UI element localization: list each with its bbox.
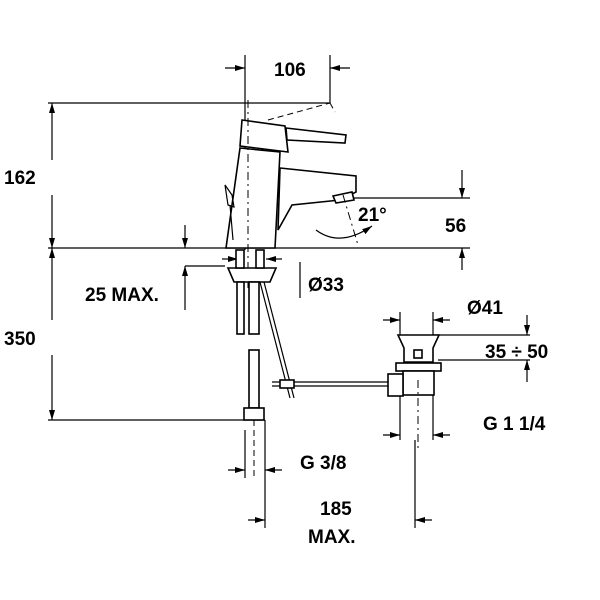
deck-thickness-label: 25 MAX.: [85, 285, 159, 306]
hose-length-label: 350: [4, 329, 36, 350]
dimension-arrows: [49, 65, 530, 523]
faucet-body: [224, 100, 359, 290]
rod-distance-label: 185: [320, 499, 352, 520]
rod-distance-suffix-label: MAX.: [308, 527, 356, 548]
supply-thread-label: G 3/8: [300, 453, 346, 474]
waste-diameter-label: Ø41: [467, 298, 503, 319]
spout-reach-label: 106: [274, 60, 306, 81]
spout-height-label: 56: [445, 216, 466, 237]
supply-hose-and-pop-up-rod: [226, 249, 390, 480]
waste-thread-label: G 1 1/4: [483, 414, 546, 435]
spout-angle-label: 21°: [358, 205, 387, 226]
hole-diameter-label: Ø33: [308, 275, 344, 296]
waste-range-label: 35 ÷ 50: [485, 342, 548, 363]
total-height-label: 162: [4, 168, 36, 189]
pop-up-waste: [387, 334, 442, 450]
